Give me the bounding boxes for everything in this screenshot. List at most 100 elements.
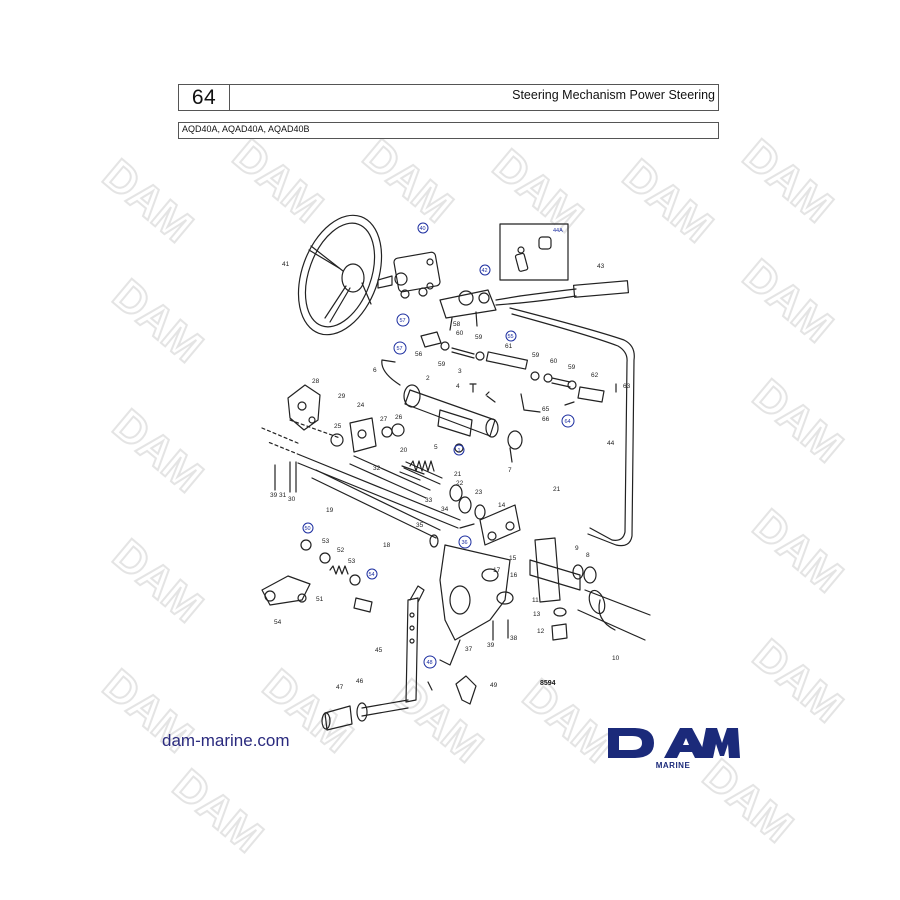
svg-text:16: 16 [510,572,518,579]
svg-text:43: 43 [597,263,605,270]
svg-text:54: 54 [369,572,375,578]
svg-text:58: 58 [453,321,461,328]
svg-text:65: 65 [542,406,550,413]
svg-text:28: 28 [312,378,320,385]
svg-text:2: 2 [426,375,430,382]
svg-text:14: 14 [498,502,506,509]
part-labels: 41 43 58 56 59 60 59 61 59 60 59 62 63 6… [270,261,631,691]
page-number: 64 [179,85,230,110]
svg-text:26: 26 [395,414,403,421]
svg-text:30: 30 [288,496,296,503]
svg-text:11: 11 [532,597,539,604]
helm-pump [377,251,441,299]
svg-text:42: 42 [482,268,488,274]
diagram-reference-code: 8594 [540,680,556,687]
svg-text:64: 64 [565,419,571,425]
svg-text:56: 56 [415,351,423,358]
models-box: AQD40A, AQAD40A, AQAD40B [178,122,719,139]
wire-connector [519,280,630,304]
svg-text:12: 12 [537,628,545,635]
svg-text:23: 23 [475,489,483,496]
upper-linkage [420,331,605,403]
svg-text:47: 47 [336,684,344,691]
svg-text:38: 38 [510,635,518,642]
svg-text:15: 15 [509,555,517,562]
svg-text:46: 46 [356,678,364,685]
svg-text:48: 48 [427,660,433,666]
svg-text:37: 37 [465,646,473,653]
svg-text:60: 60 [456,330,464,337]
svg-text:55: 55 [508,334,514,340]
lever-54 [261,539,373,613]
spring-and-bushings [403,460,521,546]
svg-text:10: 10 [612,655,620,662]
svg-text:60: 60 [550,358,558,365]
model-list: AQD40A, AQAD40A, AQAD40B [182,124,310,134]
circled-labels: 40 42 57 55 57 64 36 50 54 48 1 44A [302,222,575,669]
svg-text:25: 25 [334,423,342,430]
svg-text:34: 34 [441,506,449,513]
svg-text:44: 44 [607,440,615,447]
svg-text:7: 7 [508,467,512,474]
tie-lines [261,419,341,456]
svg-text:32: 32 [373,465,381,472]
svg-text:9: 9 [575,545,579,552]
lower-rods [297,454,461,548]
svg-text:17: 17 [493,567,501,574]
svg-text:53: 53 [322,538,330,545]
svg-text:66: 66 [542,416,550,423]
power-cylinder [381,359,499,453]
svg-text:18: 18 [383,542,391,549]
svg-text:52: 52 [337,547,345,554]
svg-text:24: 24 [357,402,365,409]
svg-text:62: 62 [591,372,599,379]
steering-wheel [297,214,383,336]
svg-text:53: 53 [348,558,356,565]
svg-text:61: 61 [505,343,513,350]
svg-text:20: 20 [400,447,408,454]
svg-text:59: 59 [438,361,446,368]
svg-text:36: 36 [462,540,468,546]
svg-text:45: 45 [375,647,383,654]
svg-text:19: 19 [326,507,334,514]
svg-text:57: 57 [397,346,403,352]
svg-text:4: 4 [456,383,460,390]
svg-text:57: 57 [400,318,406,324]
svg-text:44A: 44A [553,228,563,234]
hydraulic-hose [509,307,635,547]
website-link[interactable]: dam-marine.com [162,731,290,750]
svg-text:5: 5 [434,444,438,451]
svg-text:3: 3 [458,368,462,375]
page-title: Steering Mechanism Power Steering [512,88,715,102]
svg-text:31: 31 [279,492,287,499]
lever-arm [321,585,425,731]
svg-text:8: 8 [586,552,590,559]
ball-joint-7 [507,430,523,463]
svg-text:39: 39 [270,492,278,499]
inset-box [499,223,569,281]
svg-text:54: 54 [274,619,282,626]
fasteners [274,383,617,705]
svg-text:63: 63 [623,383,631,390]
bracket-28 [287,384,321,431]
svg-text:22: 22 [456,480,464,487]
svg-text:29: 29 [338,393,346,400]
plate-24 [330,417,405,453]
svg-text:59: 59 [568,364,576,371]
tiller-assembly [529,537,651,641]
svg-text:59: 59 [475,334,483,341]
svg-text:21: 21 [454,471,462,478]
valve-block [439,289,521,331]
header-box: 64 Steering Mechanism Power Steering [178,84,719,111]
dam-logo [608,728,740,758]
svg-text:59: 59 [532,352,540,359]
svg-text:41: 41 [282,261,290,268]
svg-text:40: 40 [420,226,426,232]
svg-text:6: 6 [373,367,377,374]
svg-text:33: 33 [425,497,433,504]
svg-text:39: 39 [487,642,495,649]
brand-subtitle: MARINE [655,761,691,770]
svg-text:27: 27 [380,416,388,423]
svg-text:51: 51 [316,596,324,603]
